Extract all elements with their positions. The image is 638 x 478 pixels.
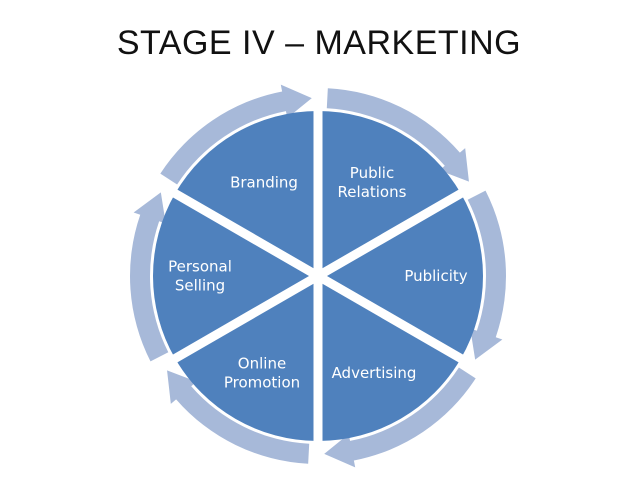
segment-label-line: Advertising [332,364,417,382]
segment-label: Publicity [404,267,467,285]
cycle-segment [318,193,483,359]
segment-label: Advertising [332,364,417,382]
cycle-arrow [467,190,506,360]
cycle-arrow [129,192,169,362]
segment-label: Branding [230,173,298,191]
segment-label-line: Public [350,164,394,182]
cycle-arrow [160,84,312,185]
segment-divider [147,272,321,377]
segment-label-line: Personal [168,258,232,276]
segment-label-line: Relations [338,183,407,201]
segment-divider [147,175,321,280]
cycle-arrow [326,88,469,182]
segment-divider [315,175,489,280]
cycle-arrows [129,84,506,468]
page-title: STAGE IV – MARKETING [116,24,522,62]
segment-label-line: Branding [230,173,298,191]
segment-label-line: Selling [175,277,225,295]
segment-divider [315,272,489,377]
cycle-segment [175,276,318,441]
segment-label-line: Online [238,354,286,372]
cycle-arrow [324,367,476,468]
segment-label-line: Publicity [404,267,467,285]
cycle-segment [318,276,461,441]
cycle-segment [153,193,318,359]
cycle-segment [318,111,461,276]
cycle-segment [175,111,318,276]
cycle-arrow [167,370,310,464]
cycle-segments [147,82,489,470]
segment-label-line: Promotion [224,373,300,391]
